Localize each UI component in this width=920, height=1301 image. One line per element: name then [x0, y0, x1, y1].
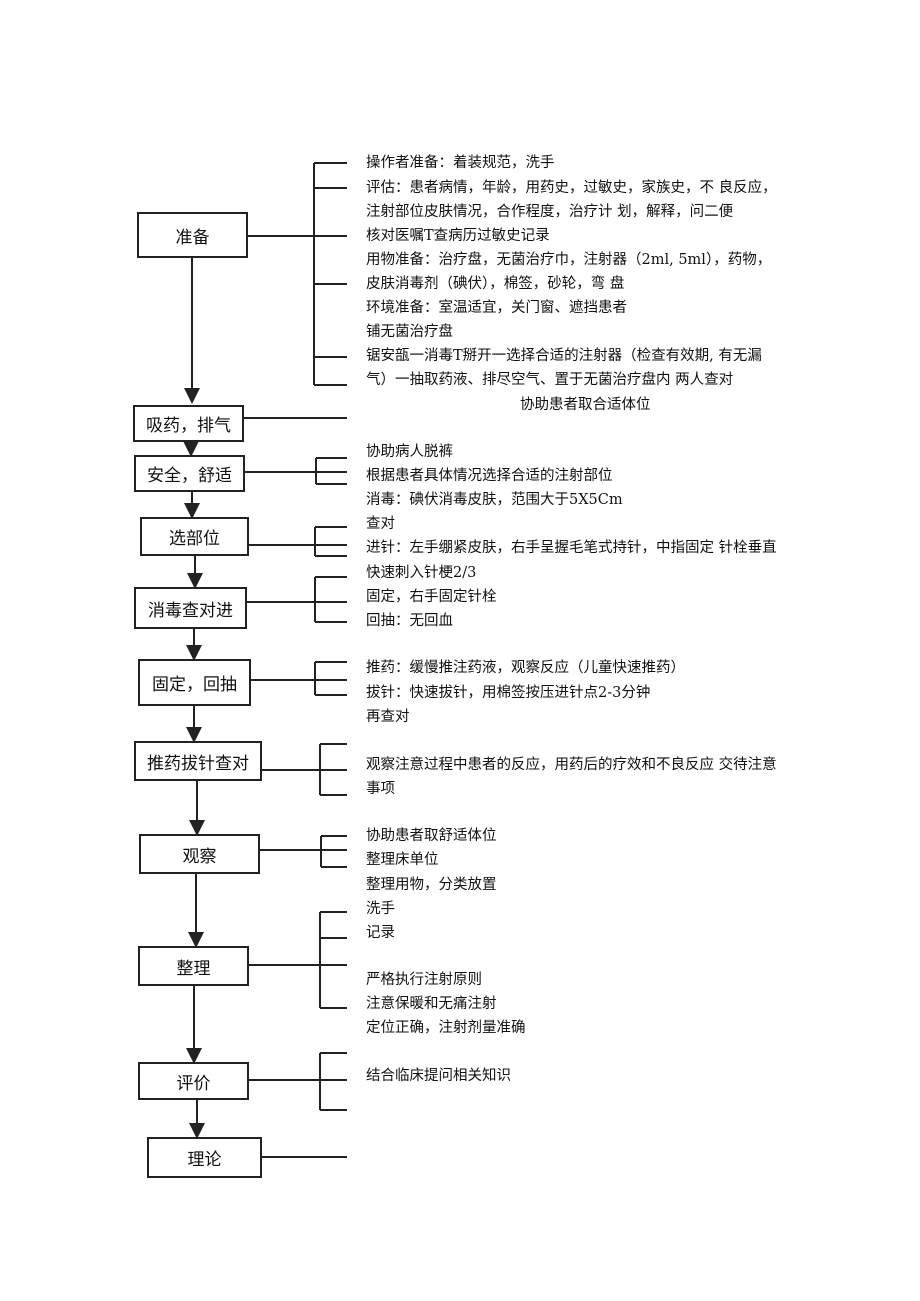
note-operator-preparation: 操作者准备：着装规范，洗手	[366, 155, 555, 171]
note-withdraw: 拔针：快速拔针，用棉签按压进针点2-3分钟	[366, 685, 651, 701]
note-record: 记录	[366, 925, 395, 941]
note-assessment: 评估：患者病情，年龄，用药史，过敏史，家族史，不 良反应，	[366, 180, 777, 196]
note-check: 查对	[366, 516, 395, 532]
note-inject: 推药：缓慢推注药液，观察反应（儿童快速推药）	[366, 660, 685, 676]
note-accurate-dose: 定位正确，注射剂量准确	[366, 1020, 526, 1036]
note-assist-undress: 协助病人脱裤	[366, 444, 453, 460]
step-box-fix-aspirate: 固定，回抽	[138, 659, 251, 706]
note-injection-principles: 严格执行注射原则	[366, 972, 482, 988]
step-box-inject-withdraw: 推药拔针查对	[134, 741, 262, 781]
note-observe: 观察注意过程中患者的反应，用药后的疗效和不良反应 交待注意	[366, 757, 777, 773]
note-clinical-questions: 结合临床提问相关知识	[366, 1068, 511, 1084]
step-box-prepare: 准备	[137, 212, 248, 258]
note-bed-unit: 整理床单位	[366, 852, 439, 868]
note-fix: 固定，右手固定针栓	[366, 589, 497, 605]
note-choose-site: 根据患者具体情况选择合适的注射部位	[366, 468, 613, 484]
step-box-theory: 理论	[147, 1137, 262, 1178]
note-disinfect: 消毒：碘伏消毒皮肤，范围大于5X5Cm	[366, 492, 623, 508]
note-supplies: 用物准备：治疗盘，无菌治疗巾，注射器（2ml, 5ml），药物，	[366, 252, 772, 268]
note-sort-supplies: 整理用物，分类放置	[366, 877, 497, 893]
step-box-tidy: 整理	[138, 946, 249, 986]
note-supplies-cont: 皮肤消毒剂（碘伏），棉签，砂轮，弯 盘	[366, 276, 625, 292]
note-comfort-position: 协助患者取舒适体位	[366, 828, 497, 844]
note-insert-needle-cont: 快速刺入针梗2/3	[366, 565, 477, 581]
note-observe-cont: 事项	[366, 781, 395, 797]
note-recheck: 再查对	[366, 709, 410, 725]
note-environment: 环境准备：室温适宜，关门窗、遮挡患者	[366, 300, 627, 316]
note-warmth-painless: 注意保暖和无痛注射	[366, 996, 497, 1012]
note-ampoule-cont: 气）一抽取药液、排尽空气、置于无菌治疗盘内 两人查对	[366, 372, 734, 388]
step-box-disinfect-check: 消毒查对进	[134, 587, 247, 629]
step-box-evaluate: 评价	[138, 1062, 249, 1100]
note-ampoule: 锯安瓿一消毒T掰开一选择合适的注射器（检查有效期, 有无漏	[366, 348, 762, 364]
step-box-observe: 观察	[139, 834, 260, 874]
step-box-select-site: 选部位	[140, 517, 249, 556]
note-sterile-tray: 铺无菌治疗盘	[366, 324, 453, 340]
note-insert-needle: 进针：左手绷紧皮肤，右手呈握毛笔式持针，中指固定 针栓垂直	[366, 540, 777, 556]
note-assessment-cont: 注射部位皮肤情况，合作程度，治疗计 划，解释，问二便	[366, 204, 734, 220]
step-box-safety-comfort: 安全，舒适	[134, 455, 245, 492]
step-box-draw-medication: 吸药，排气	[133, 405, 244, 442]
note-position-patient: 协助患者取合适体位	[520, 397, 651, 413]
note-wash-hands: 洗手	[366, 901, 395, 917]
note-check-orders: 核对医嘱T查病历过敏史记录	[366, 228, 550, 244]
note-aspirate: 回抽：无回血	[366, 613, 453, 629]
